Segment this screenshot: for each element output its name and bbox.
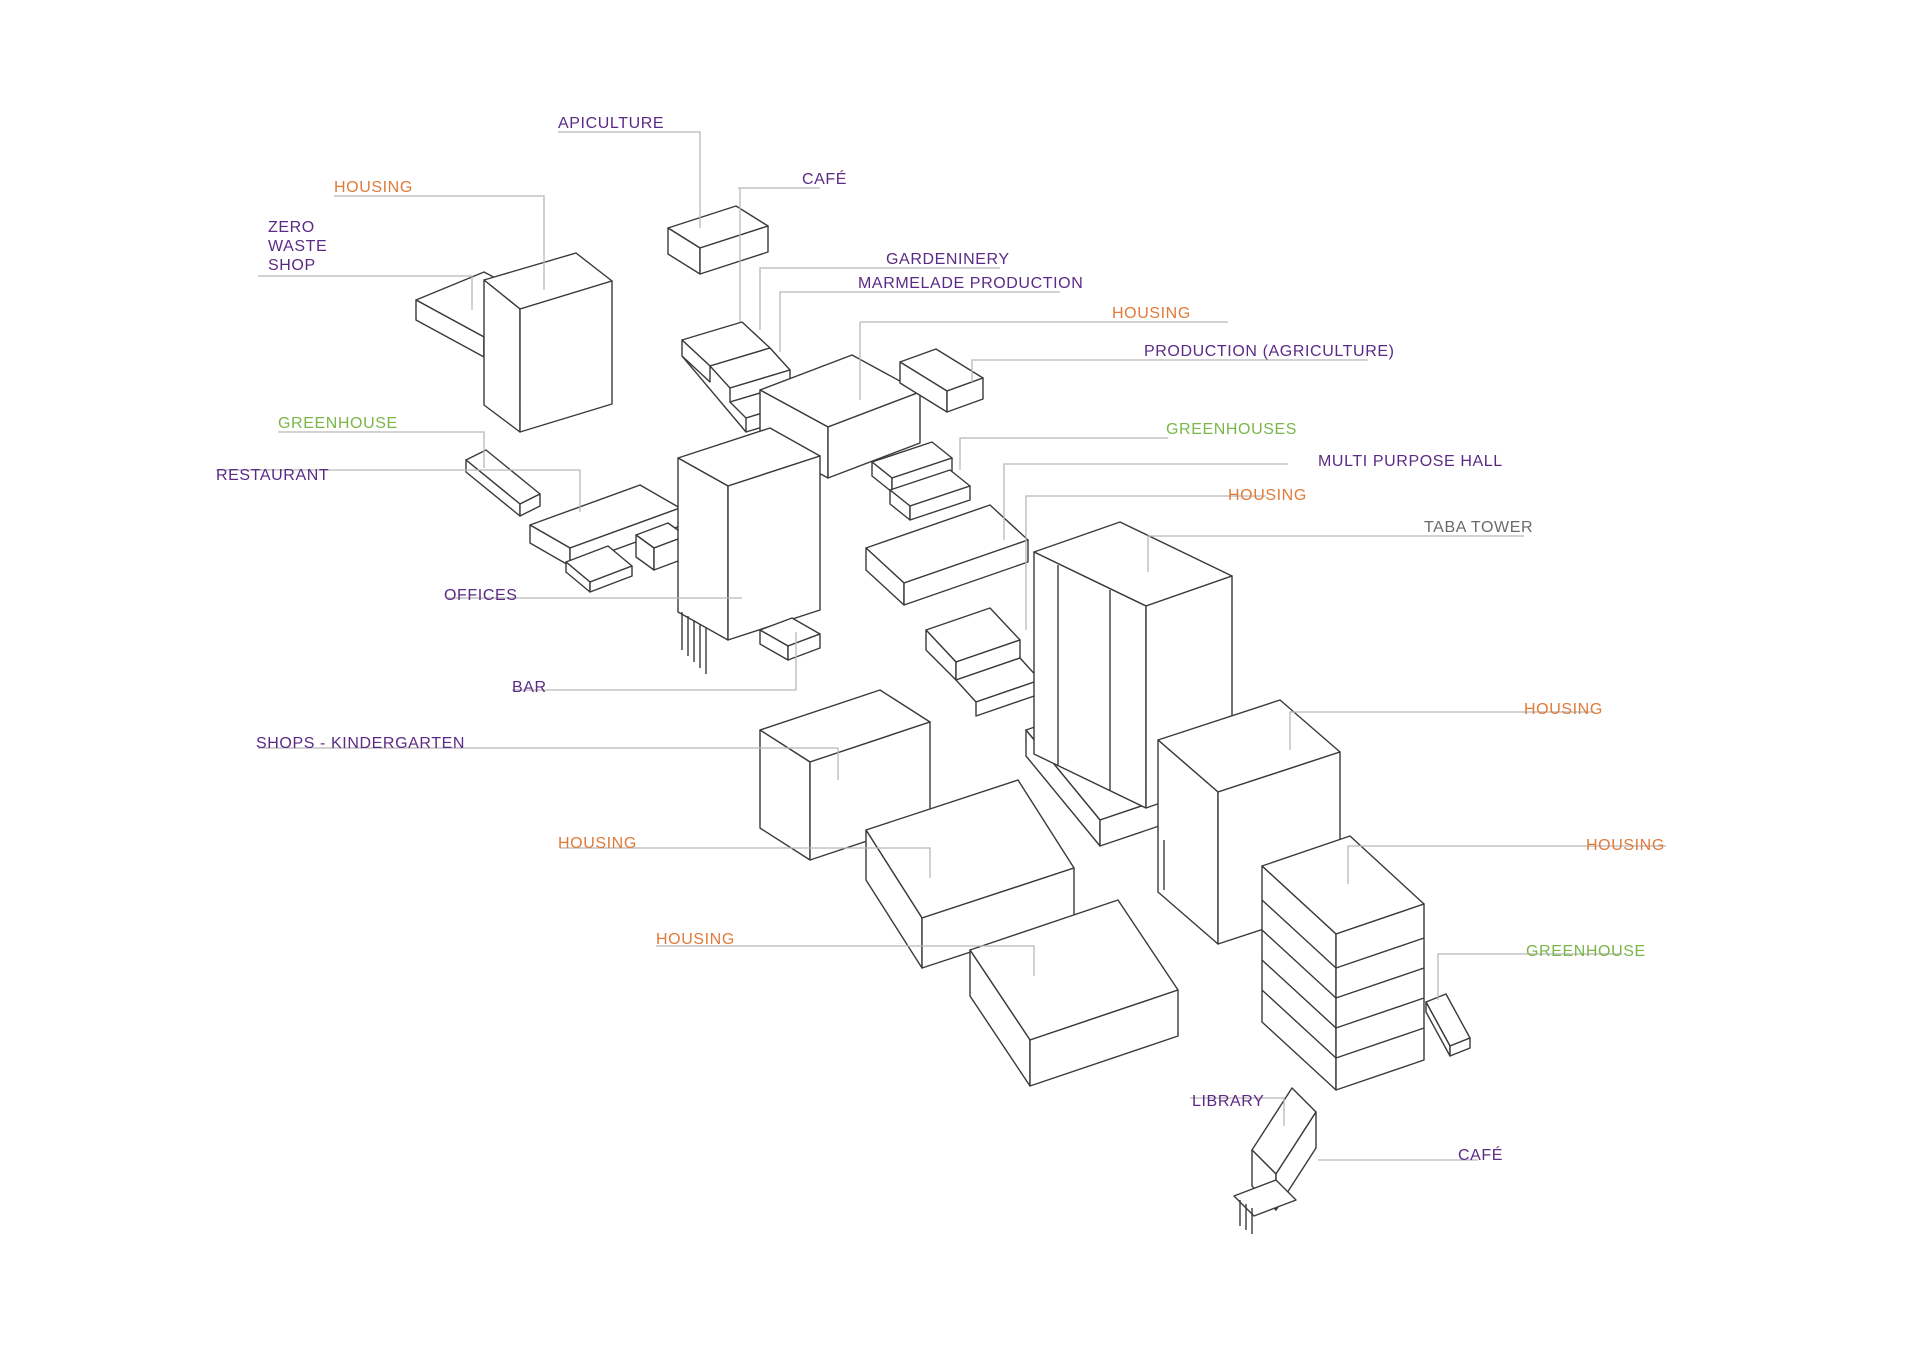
label-marmelade-production: MARMELADE PRODUCTION (858, 275, 1083, 292)
label-housing-right-lower: HOUSING (1586, 837, 1665, 854)
offices-block (677, 427, 821, 674)
label-offices: OFFICES (444, 587, 518, 604)
housing-top-left-block (483, 252, 613, 433)
label-housing-right-upper: HOUSING (1524, 701, 1603, 718)
label-housing-left-lower: HOUSING (656, 931, 735, 948)
label-apiculture: APICULTURE (558, 115, 664, 132)
label-gardeninery: GARDENINERY (886, 251, 1010, 268)
label-zero-waste-shop-line1: ZERO (268, 219, 315, 236)
label-housing-center-mid: HOUSING (1228, 487, 1307, 504)
label-taba-tower: TABA TOWER (1424, 519, 1533, 536)
label-housing-left-mid: HOUSING (558, 835, 637, 852)
bar-block (759, 617, 821, 661)
housing-right-upper-block (1157, 699, 1341, 945)
label-production-agriculture: PRODUCTION (AGRICULTURE) (1144, 343, 1395, 360)
label-zero-waste-shop-line3: SHOP (268, 257, 316, 274)
label-multi-purpose-hall: MULTI PURPOSE HALL (1318, 453, 1503, 470)
label-greenhouse-left: GREENHOUSE (278, 415, 398, 432)
greenhouse-left-block (465, 449, 541, 517)
label-cafe-bottom: CAFÉ (1458, 1145, 1503, 1164)
housing-left-lower-block (969, 899, 1179, 1087)
shops-kindergarten-block (759, 689, 931, 861)
housing-center-top-block (759, 354, 921, 479)
greenhouses-center-block (871, 441, 971, 521)
library-cafe-block (1233, 1087, 1317, 1234)
label-cafe-top: CAFÉ (802, 169, 847, 188)
cafe-top-block (667, 205, 769, 275)
label-zero-waste-shop-line2: WASTE (268, 238, 327, 255)
label-housing-top-left: HOUSING (334, 179, 413, 196)
label-restaurant: RESTAURANT (216, 467, 329, 484)
label-greenhouses-center: GREENHOUSES (1166, 421, 1297, 438)
label-bar: BAR (512, 679, 547, 696)
label-greenhouse-right: GREENHOUSE (1526, 943, 1646, 960)
offices-columns (681, 612, 707, 674)
greenhouse-right-block (1425, 993, 1471, 1057)
label-housing-center-top: HOUSING (1112, 305, 1191, 322)
label-shops-kindergarten: SHOPS - KINDERGARTEN (256, 735, 465, 752)
housing-left-mid-block (865, 779, 1075, 969)
greenhouse-small-restaurant (565, 545, 633, 593)
label-library: LIBRARY (1192, 1093, 1264, 1110)
housing-right-lower-block (1261, 835, 1425, 1091)
multi-purpose-hall-block (865, 504, 1029, 606)
stepped-hall-block (925, 607, 1041, 717)
production-agriculture-block (899, 348, 984, 413)
leader-lines (216, 131, 1666, 1161)
